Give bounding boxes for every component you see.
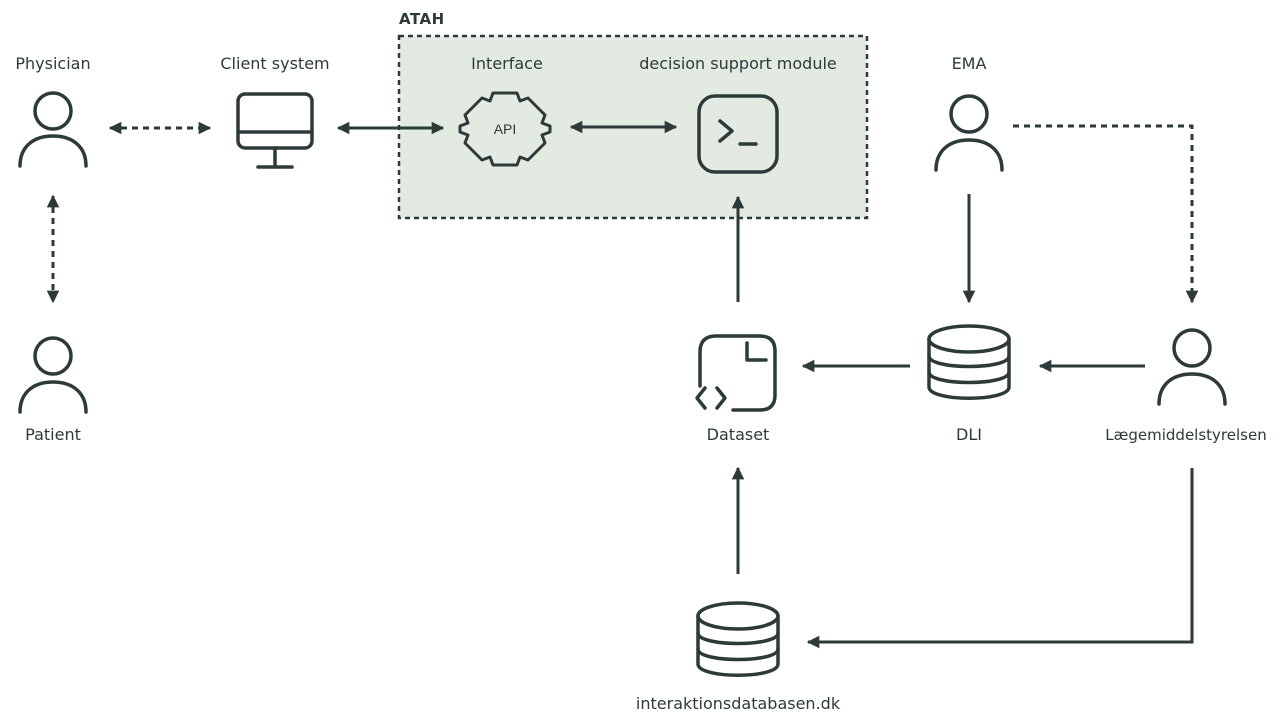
ema-label: EMA — [951, 54, 987, 73]
api-gear-icon — [458, 91, 552, 167]
patient-label: Patient — [25, 425, 81, 444]
physician-person-icon — [18, 91, 88, 168]
interaktion-database-icon — [696, 601, 780, 677]
interaktionsdatabasen-label: interaktionsdatabasen.dk — [635, 694, 841, 713]
dataset-label: Dataset — [706, 425, 770, 444]
atah-group-title: ATAH — [399, 10, 445, 28]
physician-label: Physician — [15, 54, 91, 73]
monitor-icon — [236, 92, 314, 169]
ema-person-icon — [934, 94, 1004, 172]
dli-label: DLI — [956, 425, 982, 444]
api-icon-text: API — [494, 121, 517, 137]
edges — [46, 120, 1199, 649]
edge-ema-laegemiddel — [1013, 124, 1199, 304]
laegemiddel-person-icon — [1157, 328, 1227, 406]
laegemiddelstyrelsen-label: Lægemiddelstyrelsen — [1105, 426, 1267, 444]
decision-support-module-label: decision support module — [639, 54, 837, 73]
code-file-icon — [695, 334, 777, 412]
patient-person-icon — [18, 336, 88, 414]
client-system-label: Client system — [220, 54, 330, 73]
edge-laegemiddel-interaktion — [806, 468, 1194, 649]
dli-database-icon — [927, 324, 1011, 400]
interface-label: Interface — [471, 54, 543, 73]
terminal-icon — [697, 94, 779, 174]
